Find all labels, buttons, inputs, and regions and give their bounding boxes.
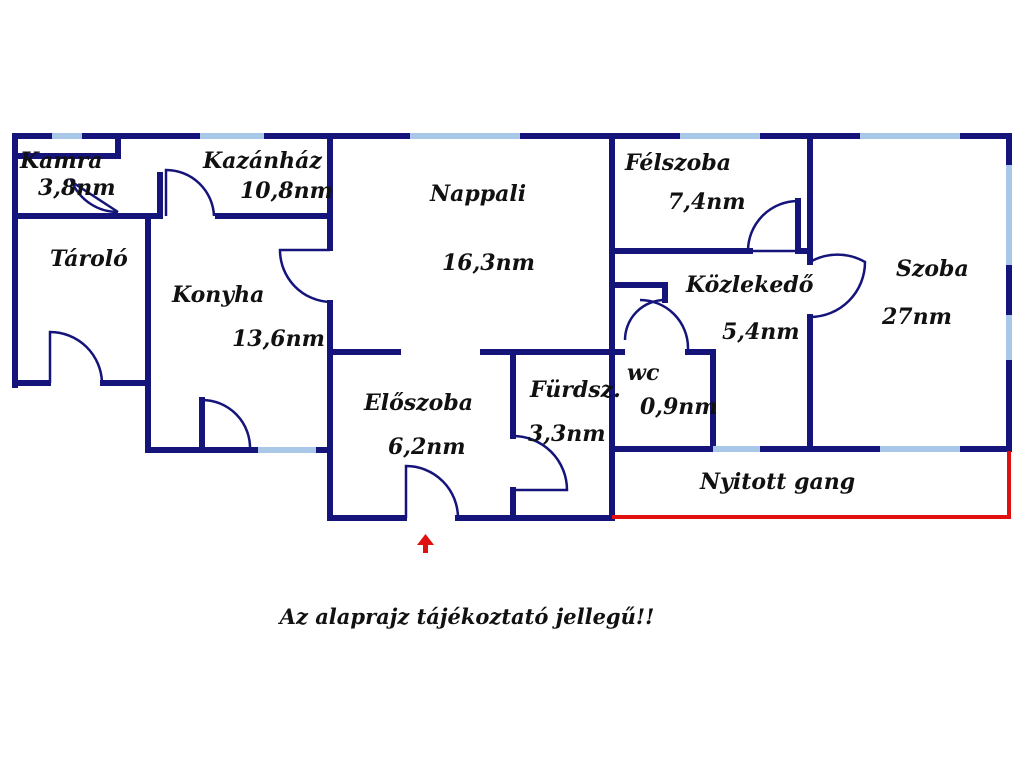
door-furdoszoba — [512, 434, 569, 492]
door-felszoba — [746, 199, 799, 253]
label-furdoszoba-name: Fürdsz. — [529, 377, 621, 403]
room-labels: Kamra 3,8nm Kazánház 10,8nm Nappali 16,3… — [19, 148, 969, 495]
open-gang-outline — [612, 451, 1011, 519]
open-gang-edge — [612, 451, 1011, 519]
label-nappali-name: Nappali — [429, 181, 526, 207]
label-eloszoba-name: Előszoba — [363, 390, 473, 416]
label-wc-name: wc — [627, 360, 660, 386]
door-konyha-bottom — [201, 398, 252, 451]
door-konyha-nappali — [278, 248, 331, 304]
entrance-arrow — [417, 534, 434, 553]
windows — [52, 133, 1012, 453]
label-kamra-name: Kamra — [19, 148, 103, 174]
label-felszoba-name: Félszoba — [624, 150, 731, 176]
label-kozlekedo-name: Közlekedő — [685, 272, 814, 298]
label-wc-area: 0,9nm — [640, 394, 718, 420]
label-szoba-area: 27nm — [881, 304, 952, 330]
door-eloszoba-entrance — [404, 464, 460, 519]
door-wc — [623, 298, 690, 352]
doors — [48, 168, 867, 519]
entrance-arrow-head — [417, 534, 434, 545]
disclaimer-note: Az alaprajz tájékoztató jellegű!! — [278, 604, 655, 629]
label-kazanhaz-name: Kazánház — [202, 148, 322, 174]
label-kamra-area: 3,8nm — [38, 175, 116, 201]
label-nappali-area: 16,3nm — [442, 250, 535, 276]
label-felszoba-area: 7,4nm — [668, 189, 746, 215]
door-kazanhaz — [164, 168, 216, 217]
label-furdoszoba-area: 3,3nm — [528, 421, 606, 447]
door-szoba — [809, 253, 867, 319]
entrance-arrow-stem — [423, 541, 428, 553]
label-tarolo-name: Tároló — [50, 246, 128, 272]
label-konyha-area: 13,6nm — [232, 326, 325, 352]
door-tarolo — [48, 330, 104, 384]
label-nyitott-gang-name: Nyitott gang — [699, 469, 855, 495]
walls — [12, 133, 1012, 521]
door-kamra — [69, 178, 119, 214]
label-konyha-name: Konyha — [171, 282, 264, 308]
label-kazanhaz-area: 10,8nm — [240, 178, 333, 204]
label-szoba-name: Szoba — [896, 256, 969, 282]
label-eloszoba-area: 6,2nm — [388, 434, 466, 460]
label-kozlekedo-area: 5,4nm — [722, 319, 800, 345]
